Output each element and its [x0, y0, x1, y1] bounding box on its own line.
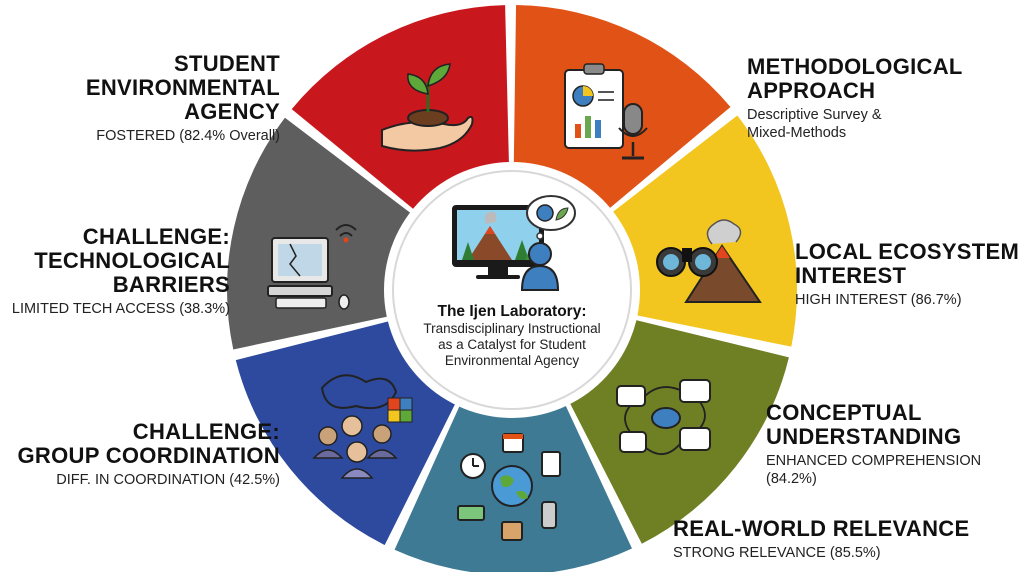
- agency-label: STUDENT ENVIRONMENTAL AGENCY FOSTERED (8…: [86, 52, 280, 145]
- method-subtitle: Descriptive Survey & Mixed-Methods: [747, 107, 882, 141]
- conceptual-subtitle: ENHANCED COMPREHENSION (84.2%): [766, 453, 982, 487]
- realworld-label: REAL-WORLD RELEVANCE STRONG RELEVANCE (8…: [673, 517, 969, 562]
- center-title: The Ijen Laboratory:: [437, 303, 587, 320]
- center-subtitle: Transdisciplinary Instructional as a Cat…: [423, 321, 601, 368]
- center-label: The Ijen Laboratory: Transdisciplinary I…: [395, 302, 629, 369]
- group-title: CHALLENGE: GROUP COORDINATION: [17, 419, 280, 468]
- binoculars-volcano-icon: [656, 219, 762, 303]
- concept-map-icon: [616, 379, 711, 455]
- world-tools-icon: [457, 433, 561, 541]
- segment-conceptual: [565, 317, 789, 544]
- group-subtitle: DIFF. IN COORDINATION (42.5%): [56, 472, 280, 488]
- monitor-volcano-person-icon: [452, 195, 576, 291]
- conceptual-title: CONCEPTUAL UNDERSTANDING: [766, 400, 962, 449]
- conceptual-label: CONCEPTUAL UNDERSTANDING ENHANCED COMPRE…: [766, 401, 1024, 488]
- method-title: METHODOLOGICAL APPROACH: [747, 54, 963, 103]
- clipboard-microphone-icon: [564, 63, 648, 160]
- segment-agency: [291, 5, 510, 216]
- ecosystem-label: LOCAL ECOSYSTEM INTEREST HIGH INTEREST (…: [795, 240, 1019, 309]
- agency-subtitle: FOSTERED (82.4% Overall): [96, 128, 280, 144]
- ecosystem-subtitle: HIGH INTEREST (86.7%): [795, 292, 962, 308]
- method-label: METHODOLOGICAL APPROACH Descriptive Surv…: [747, 55, 963, 142]
- tech-title: CHALLENGE: TECHNOLOGICAL BARRIERS: [34, 224, 230, 297]
- agency-title: STUDENT ENVIRONMENTAL AGENCY: [85, 51, 280, 124]
- sprout-in-hand-icon: [381, 63, 474, 152]
- realworld-title: REAL-WORLD RELEVANCE: [673, 516, 970, 541]
- group-puzzle-icon: [312, 374, 413, 479]
- group-label: CHALLENGE: GROUP COORDINATION DIFF. IN C…: [18, 420, 280, 489]
- ecosystem-title: LOCAL ECOSYSTEM INTEREST: [795, 239, 1020, 288]
- tech-subtitle: LIMITED TECH ACCESS (38.3%): [11, 301, 230, 317]
- realworld-subtitle: STRONG RELEVANCE (85.5%): [673, 545, 881, 561]
- broken-computer-icon: [267, 224, 357, 310]
- tech-label: CHALLENGE: TECHNOLOGICAL BARRIERS LIMITE…: [12, 225, 230, 318]
